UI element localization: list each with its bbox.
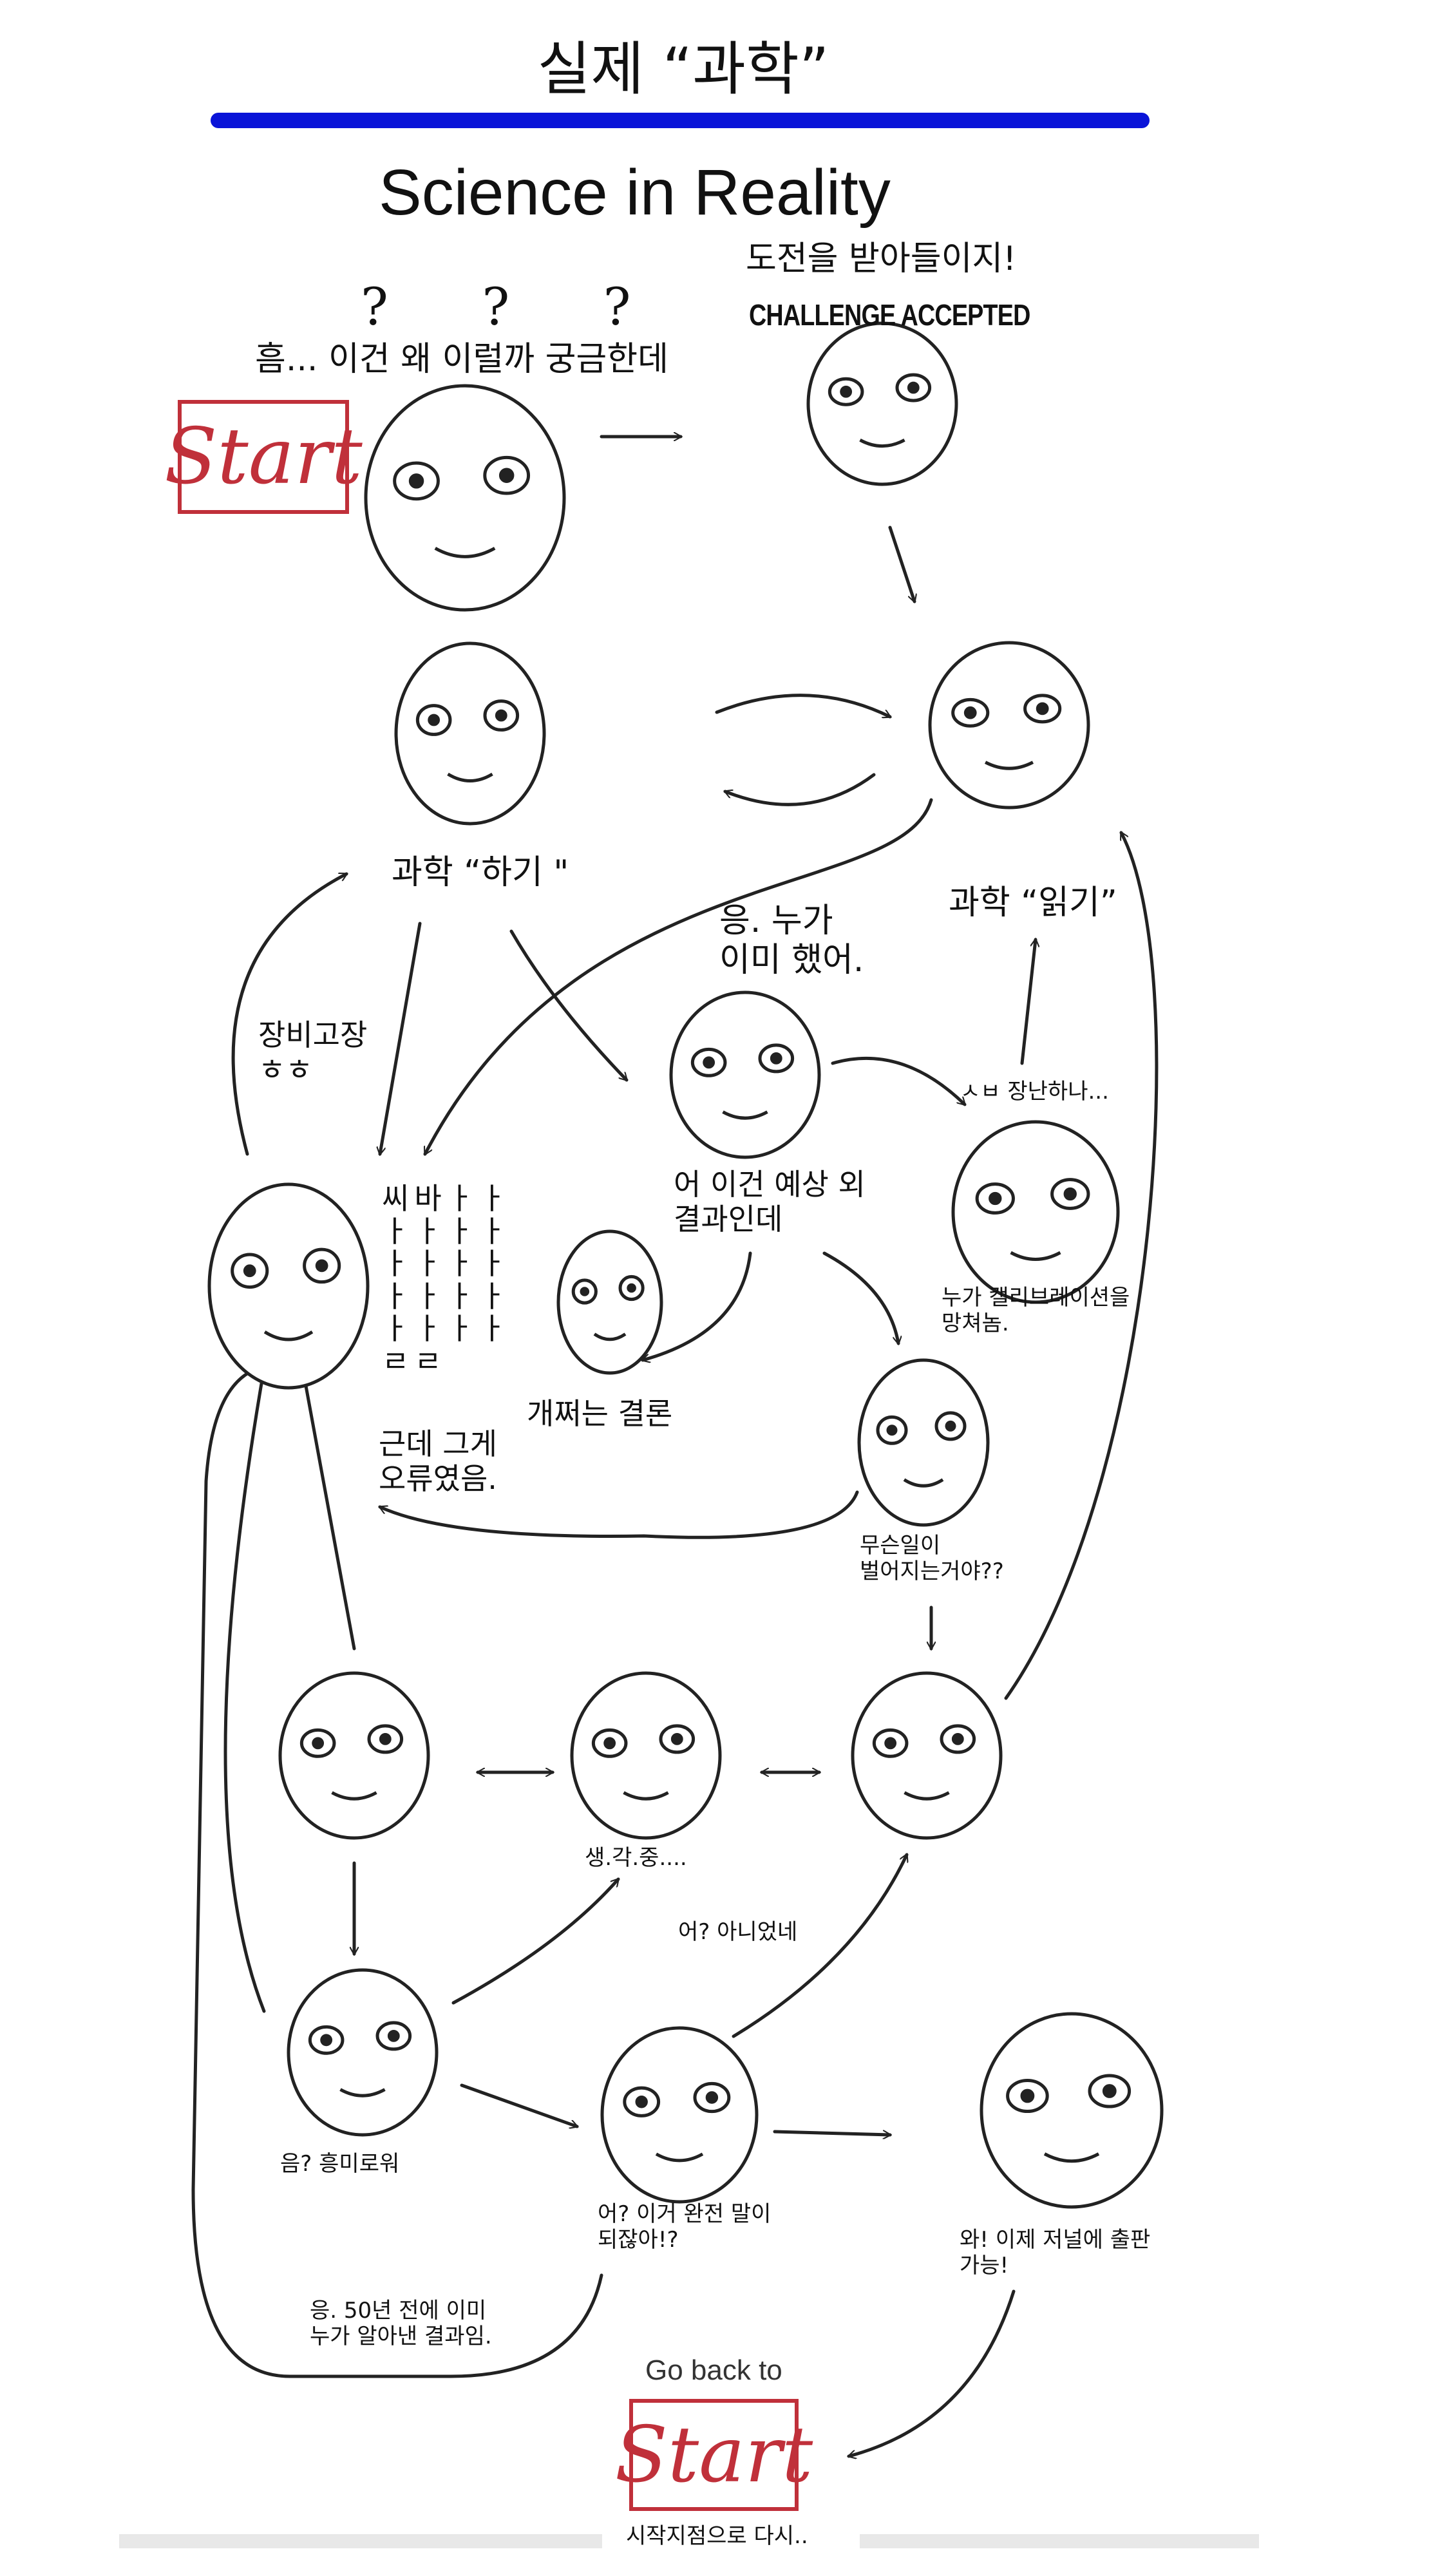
curious-text: 흠... 이건 왜 이럴까 궁금한데 bbox=[255, 340, 668, 379]
start-box-end: Start bbox=[615, 2399, 813, 2511]
doing-science-face-icon bbox=[394, 641, 546, 826]
doing-science-label: 과학 “하기 " bbox=[392, 853, 569, 892]
flow-arrow bbox=[1020, 940, 1036, 1065]
flow-arrow bbox=[849, 2289, 1016, 2456]
pondering-face-icon bbox=[278, 1671, 430, 1840]
conclusion-creature-icon bbox=[556, 1229, 663, 1375]
unexpected-result-text: 어 이건 예상 외 결과인데 bbox=[674, 1167, 866, 1237]
flow-arrow bbox=[1004, 833, 1159, 1700]
already-done-text: 응. 누가 이미 했어. bbox=[719, 902, 864, 980]
flow-arrow bbox=[303, 1368, 356, 1651]
flow-arrow bbox=[460, 2083, 577, 2126]
bottom-strip bbox=[119, 2534, 602, 2548]
title-underline-bar bbox=[211, 113, 1150, 128]
flow-arrow bbox=[888, 526, 914, 601]
comic-subtitle: Science in Reality bbox=[379, 156, 891, 229]
reading-face-icon bbox=[928, 641, 1090, 810]
flow-arrow bbox=[380, 922, 422, 1154]
not-it-text: 어? 아니었네 bbox=[678, 1919, 798, 1945]
excited-face-icon bbox=[600, 2026, 759, 2204]
happy-face-icon bbox=[980, 2012, 1164, 2209]
publish-text: 와! 이제 저널에 출판 가능! bbox=[960, 2227, 1151, 2279]
shocked-face-icon bbox=[857, 1358, 990, 1527]
was-error-text: 근데 그게 오류였음. bbox=[379, 1426, 497, 1497]
bottom-strip bbox=[860, 2534, 1259, 2548]
restart-text: 시작지점으로 다시.. bbox=[626, 2523, 808, 2549]
question-marks: ? ? ? bbox=[361, 277, 670, 337]
awesome-conclusion-text: 개쩌는 결론 bbox=[527, 1396, 673, 1431]
go-back-text: Go back to bbox=[645, 2354, 782, 2386]
flow-arrow bbox=[725, 773, 876, 806]
flow-arrow bbox=[831, 1056, 965, 1106]
skeptical-face-icon bbox=[951, 1120, 1120, 1304]
flow-arrow bbox=[509, 929, 629, 1080]
challenge-text: 도전을 받아들이지! bbox=[746, 240, 1017, 278]
what-happening-text: 무슨일이 벌어지는거야?? bbox=[860, 1533, 1004, 1585]
thinking-text: 생.각.중.... bbox=[585, 1845, 687, 1871]
rage-face-icon bbox=[207, 1182, 370, 1390]
thinking-face-icon bbox=[287, 1968, 439, 2137]
flow-arrow bbox=[451, 1879, 620, 2005]
flow-arrow bbox=[822, 1251, 898, 1343]
flow-arrow bbox=[223, 1368, 264, 2013]
pondering-face-icon bbox=[570, 1671, 722, 1840]
flow-arrow bbox=[231, 872, 346, 1156]
challenge-accepted-face-icon bbox=[806, 321, 958, 486]
reading-science-label: 과학 “읽기” bbox=[949, 884, 1117, 922]
start-box: Start bbox=[164, 400, 363, 514]
flow-arrow bbox=[643, 1251, 752, 1360]
rage-text: 씨바ㅏㅏ ㅏㅏㅏㅏ ㅏㅏㅏㅏ ㅏㅏㅏㅏ ㅏㅏㅏㅏ ㄹㄹ bbox=[382, 1181, 512, 1379]
interesting-text: 음? 흥미로워 bbox=[280, 2151, 400, 2177]
pondering-face-icon bbox=[851, 1671, 1003, 1840]
kidding-text: ㅅㅂ 장난하나... bbox=[960, 1079, 1109, 1104]
flow-arrow bbox=[423, 798, 933, 1154]
flow-arrow bbox=[732, 1855, 907, 2038]
flow-arrow bbox=[773, 2130, 890, 2135]
surprised-face-icon bbox=[669, 990, 821, 1159]
fifty-years-text: 응. 50년 전에 이미 누가 알아낸 결과임. bbox=[310, 2298, 492, 2350]
makes-sense-text: 어? 이거 완전 말이 되잖아!? bbox=[598, 2201, 772, 2253]
flow-arrow bbox=[715, 694, 890, 719]
curious-face-icon bbox=[364, 384, 566, 612]
challenge-accepted-caption: CHALLENGE ACCEPTED bbox=[749, 298, 1030, 332]
flow-arrow bbox=[380, 1490, 859, 1539]
equipment-broken-text: 장비고장 ㅎㅎ bbox=[258, 1018, 368, 1088]
page-title: 실제 “과학” bbox=[537, 35, 829, 103]
flow-arrow bbox=[191, 1368, 603, 2378]
calibration-text: 누가 캘리브레이션을 망쳐놈. bbox=[942, 1285, 1130, 1337]
